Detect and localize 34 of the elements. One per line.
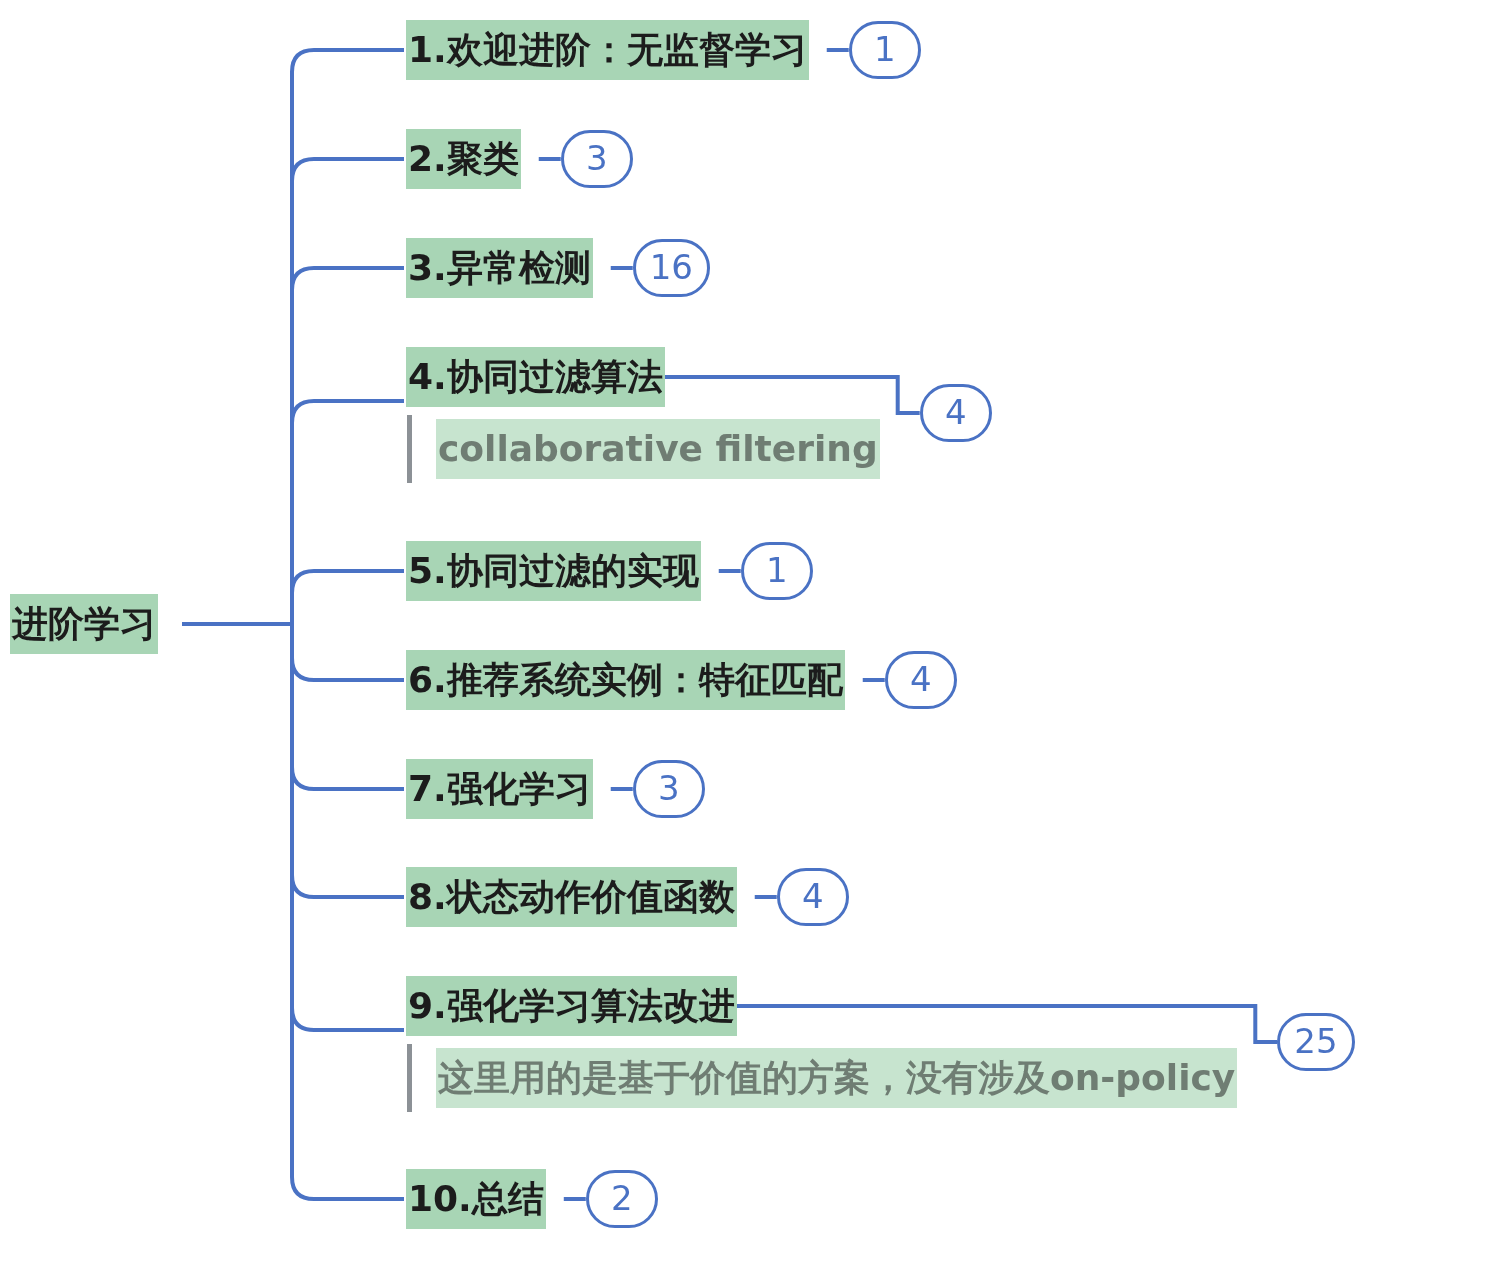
branch-line: [182, 622, 404, 1201]
note-text: collaborative filtering: [436, 419, 880, 479]
topic-label: 4.协同过滤算法: [406, 347, 665, 407]
count-badge: 4: [884, 651, 957, 709]
count-badge: 3: [560, 130, 633, 188]
connector-line: [718, 569, 741, 573]
topic-label: 1.欢迎进阶：无监督学习: [406, 20, 809, 80]
connector-line: [754, 895, 777, 899]
connector-line: [736, 1004, 1278, 1044]
connector-line: [610, 266, 633, 270]
connector-line: [826, 48, 849, 52]
count-badge: 25: [1277, 1013, 1355, 1071]
count-badge: 1: [740, 542, 813, 600]
root-label: 进阶学习: [10, 594, 158, 654]
count-badge: 4: [776, 868, 849, 926]
count-badge: 1: [848, 21, 921, 79]
count-badge: 2: [585, 1170, 658, 1228]
topic-label: 7.强化学习: [406, 759, 593, 819]
count-badge: 16: [632, 239, 710, 297]
topic-label: 8.状态动作价值函数: [406, 867, 737, 927]
topic-label: 10.总结: [406, 1169, 546, 1229]
connector-line: [862, 678, 885, 682]
connector-line: [563, 1197, 586, 1201]
topic-label: 6.推荐系统实例：特征匹配: [406, 650, 845, 710]
topic-label: 2.聚类: [406, 129, 521, 189]
connector-line: [664, 375, 920, 415]
topic-label: 3.异常检测: [406, 238, 593, 298]
count-badge: 3: [632, 760, 705, 818]
connector-line: [610, 787, 633, 791]
connector-line: [538, 157, 561, 161]
topic-label: 9.强化学习算法改进: [406, 976, 737, 1036]
topic-label: 5.协同过滤的实现: [406, 541, 701, 601]
count-badge: 4: [919, 384, 992, 442]
note-text: 这里用的是基于价值的方案，没有涉及on-policy: [436, 1048, 1238, 1108]
